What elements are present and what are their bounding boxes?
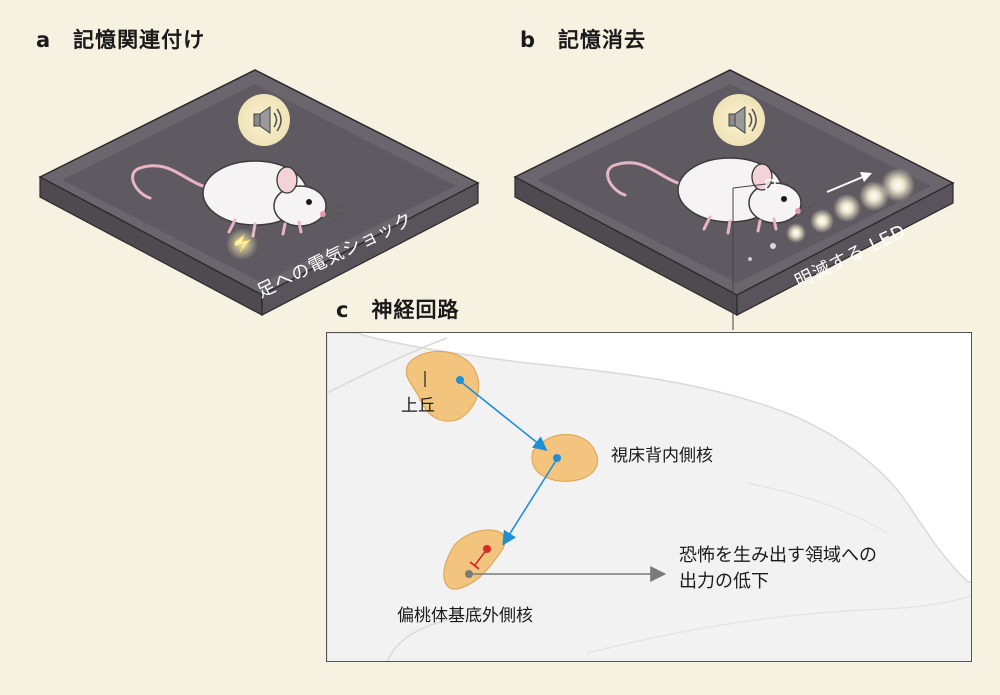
amygdala-region: [443, 529, 506, 590]
panel-a-letter: a: [36, 28, 52, 52]
speaker-icon: [238, 94, 290, 146]
lightning-icon: [226, 228, 258, 260]
mouse-illustration: [131, 160, 345, 238]
thalamus-region: [531, 433, 599, 482]
panel-c-heading: c 神経回路: [336, 294, 459, 324]
panel-c-letter: c: [336, 298, 350, 322]
panel-a-title: 記憶関連付け: [73, 28, 206, 52]
label-thalamus: 視床背内側核: [611, 446, 713, 466]
output-description-line2: 出力の低下: [679, 571, 769, 592]
output-description-line1: 恐怖を生み出す領域への: [679, 545, 877, 566]
pathway-arrow-thalamus-to-amygdala: [502, 458, 558, 546]
arena-illustrations: [38, 69, 955, 330]
output-description: 恐怖を生み出す領域への 出力の低下: [679, 543, 877, 595]
label-superior-colliculus: 上丘: [401, 396, 435, 416]
panel-b-heading: b 記憶消去: [520, 24, 646, 54]
panel-b-title: 記憶消去: [558, 28, 647, 52]
pathway-arrow-sc-to-thalamus: [459, 380, 548, 451]
panel-c-title: 神経回路: [371, 298, 460, 322]
neural-circuit-box: 上丘 視床背内側核 偏桃体基底外側核 恐怖を生み出す領域への 出力の低下: [326, 332, 972, 662]
label-amygdala: 偏桃体基底外側核: [397, 606, 533, 626]
panel-b-letter: b: [520, 28, 537, 52]
superior-colliculus-region: [405, 350, 480, 422]
speaker-icon: [713, 94, 765, 146]
panel-a-heading: a 記憶関連付け: [36, 24, 205, 54]
brain-outline: [327, 333, 971, 661]
led-light-icon: [748, 168, 915, 261]
